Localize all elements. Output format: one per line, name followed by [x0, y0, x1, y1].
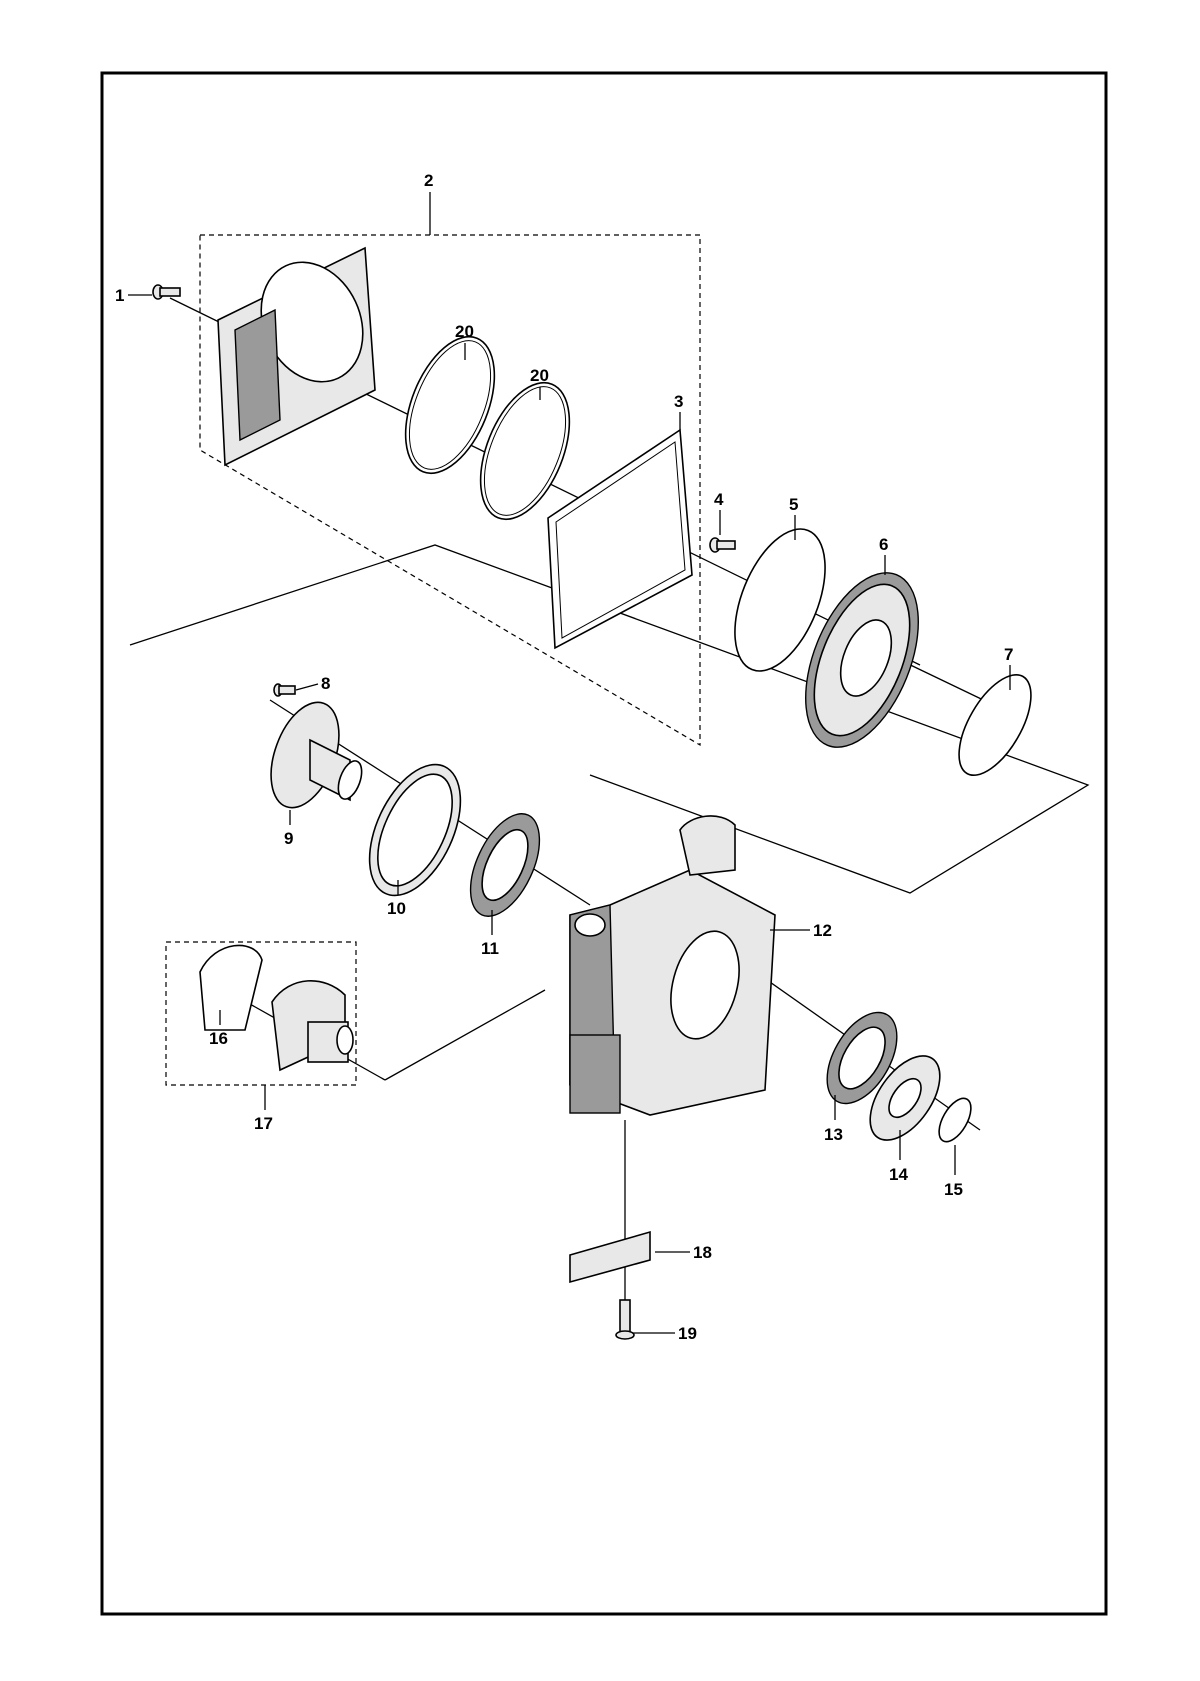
part-10-seal-ring-inner — [377, 773, 453, 887]
callout-10: 10 — [387, 899, 406, 918]
callout-5: 5 — [789, 495, 798, 514]
callout-20-b: 20 — [530, 366, 549, 385]
page-border — [100, 71, 1108, 1616]
kit-17-to-housing — [384, 989, 546, 1081]
part-20-o-ring-a — [404, 335, 496, 475]
callout-6: 6 — [879, 535, 888, 554]
callout-18: 18 — [693, 1243, 712, 1262]
kit-17-dashed-boundary — [165, 941, 357, 1086]
part-18-plate — [569, 1230, 651, 1284]
callout-7: 7 — [1004, 645, 1013, 664]
reference-plane — [129, 544, 1090, 894]
leader-8 — [295, 683, 319, 691]
callout-17: 17 — [254, 1114, 273, 1133]
callout-16: 16 — [209, 1029, 228, 1048]
part-14-washer-hole — [888, 1077, 922, 1119]
part-8-pin — [273, 683, 296, 697]
part-13-bearing-inner — [838, 1026, 886, 1090]
callout-2: 2 — [424, 171, 433, 190]
callout-11: 11 — [481, 939, 499, 958]
callout-15: 15 — [944, 1180, 963, 1199]
callout-12: 12 — [813, 921, 832, 940]
callout-13: 13 — [824, 1125, 843, 1144]
callout-1: 1 — [115, 286, 124, 305]
callout-14: 14 — [889, 1165, 908, 1184]
callout-9: 9 — [284, 829, 293, 848]
part-20-o-ring-b-inner — [483, 386, 567, 516]
part-4-screw — [709, 537, 736, 553]
callout-19: 19 — [678, 1324, 697, 1343]
part-15-retaining-ring — [938, 1097, 972, 1143]
part-1-screw — [152, 284, 181, 300]
callout-4: 4 — [714, 490, 724, 509]
callout-20-a: 20 — [455, 322, 474, 341]
kit-2-dashed-boundary — [199, 234, 701, 747]
part-2-cover-plate — [217, 246, 376, 467]
part-11-bearing-inner — [481, 828, 529, 902]
callout-3: 3 — [674, 392, 683, 411]
part-19-screw — [615, 1299, 635, 1340]
part-20-o-ring-a-inner — [408, 340, 492, 470]
part-9-flange-bushing — [270, 701, 363, 809]
callout-8: 8 — [321, 674, 330, 693]
part-5-o-ring — [734, 528, 826, 672]
part-16-gasket — [199, 944, 263, 1031]
part-6-gear — [805, 572, 919, 748]
part-12-gear-housing — [569, 815, 776, 1116]
part-20-o-ring-b — [479, 381, 571, 521]
part-7-o-ring — [958, 673, 1032, 777]
part-17-cap — [271, 980, 354, 1072]
part-3-gasket — [547, 428, 693, 650]
